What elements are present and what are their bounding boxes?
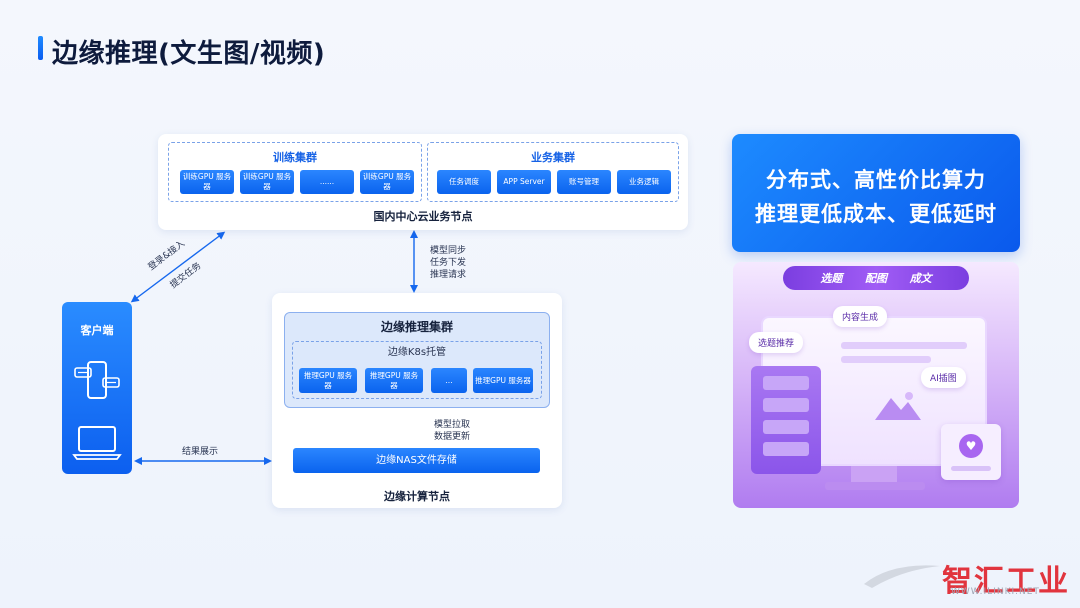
result-label: 结果展示 <box>182 447 219 457</box>
k8s-title: 边缘K8s托管 <box>387 347 447 358</box>
train-cluster-title: 训练集群 <box>273 151 317 164</box>
pull-label-1: 模型拉取 <box>434 420 471 430</box>
page-title: 边缘推理(文生图/视频) <box>52 39 326 69</box>
train-gpu-chip: 训练GPU 服务器 <box>360 170 414 194</box>
watermark-url: WWW.ILINKI.NET <box>951 587 1040 597</box>
monitor-base <box>825 482 925 490</box>
client-cloud-arrow <box>130 231 226 303</box>
list-row <box>763 420 809 434</box>
biz-chip-account: 账号管理 <box>557 170 611 194</box>
train-gpu-chip: 训练GPU 服务器 <box>240 170 294 194</box>
banner-item-image: 配图 <box>864 272 887 285</box>
infer-gpu-chip: 推理GPU 服务器 <box>299 368 357 393</box>
watermark-swoosh-icon <box>864 565 940 588</box>
biz-chip-logic: 业务逻辑 <box>617 170 671 194</box>
text-line <box>841 342 967 349</box>
list-row <box>763 442 809 456</box>
highlight-line-2: 推理更低成本、更低延时 <box>755 202 997 226</box>
biz-chip-schedule: 任务调度 <box>437 170 491 194</box>
bubble-topic: 选题推荐 <box>749 332 804 353</box>
cloud-node-label: 国内中心云业务节点 <box>373 210 473 223</box>
banner-item-topic: 选题 <box>820 272 843 285</box>
sync-label-3: 推理请求 <box>430 270 467 280</box>
infer-gpu-chip: 推理GPU 服务器 <box>365 368 423 393</box>
client-box: 客户端 <box>62 302 132 474</box>
monitor-stand <box>851 466 897 484</box>
aigc-illustration: 选题 配图 成文 内容生成 选题推荐 AI插图 ♥ <box>733 262 1019 508</box>
laptop-icon <box>72 426 122 460</box>
mountain-image-icon <box>875 392 921 420</box>
list-row <box>763 376 809 390</box>
bubble-content: 内容生成 <box>833 306 888 327</box>
infer-gpu-chip: 推理GPU 服务器 <box>473 368 533 393</box>
train-cluster-box <box>168 142 422 202</box>
sync-label-1: 模型同步 <box>430 246 467 256</box>
list-row <box>763 398 809 412</box>
banner-item-article: 成文 <box>909 272 932 285</box>
pull-label-2: 数据更新 <box>434 432 471 442</box>
nas-storage-bar: 边缘NAS文件存储 <box>293 448 540 473</box>
edge-node-label: 边缘计算节点 <box>384 490 450 503</box>
biz-cluster-box <box>427 142 679 202</box>
infer-ellipsis-chip: ... <box>431 368 467 393</box>
progress-track <box>951 466 991 471</box>
highlight-line-1: 分布式、高性价比算力 <box>766 168 986 192</box>
train-ellipsis-chip: ...... <box>300 170 354 194</box>
bubble-ai: AI插图 <box>921 367 966 388</box>
client-title: 客户端 <box>80 324 114 337</box>
train-gpu-chip: 训练GPU 服务器 <box>180 170 234 194</box>
phone-icon <box>74 361 120 399</box>
k8s-box <box>292 341 542 399</box>
banner-pill: 选题 配图 成文 <box>783 266 969 290</box>
title-accent-bar <box>38 36 43 60</box>
text-line <box>841 356 931 363</box>
sync-label-2: 任务下发 <box>430 258 467 268</box>
edge-cluster-title: 边缘推理集群 <box>380 320 453 334</box>
highlight-card: 分布式、高性价比算力 推理更低成本、更低延时 <box>732 134 1020 252</box>
biz-chip-app-server: APP Server <box>497 170 551 194</box>
watermark-logo: 智汇工业 <box>942 564 1070 599</box>
heart-badge-icon: ♥ <box>959 434 983 458</box>
biz-cluster-title: 业务集群 <box>531 151 575 164</box>
